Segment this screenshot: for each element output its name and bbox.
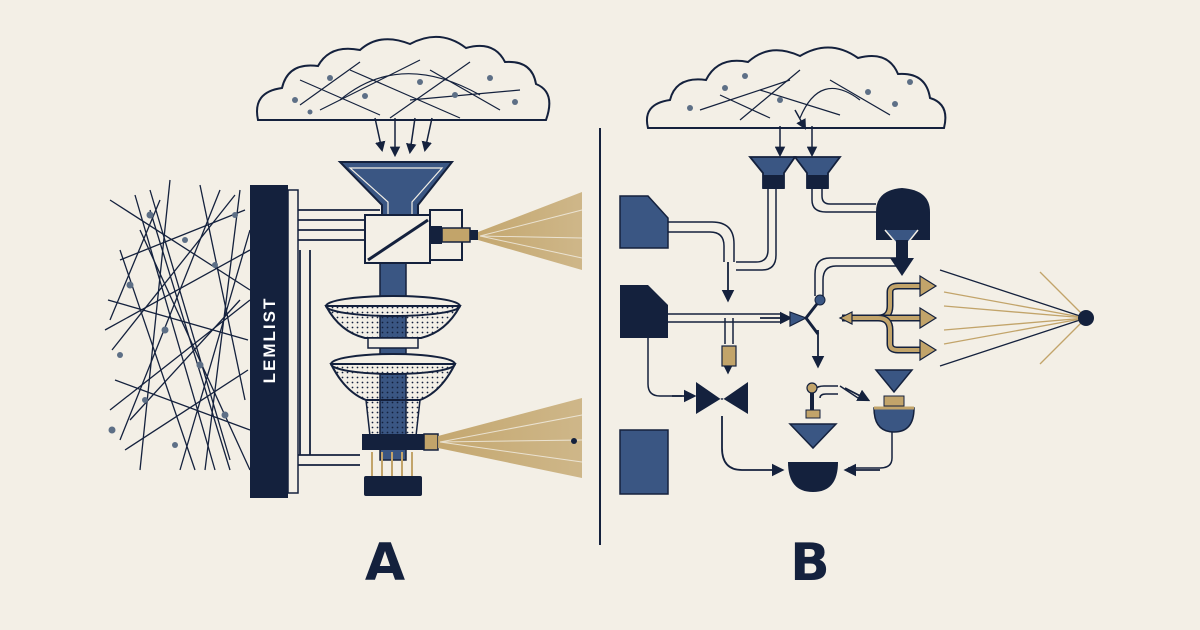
convergence-lines <box>939 269 1087 367</box>
bowtie-valve <box>696 382 748 414</box>
lemlist-bar <box>250 185 288 498</box>
tangled-lines-left <box>104 179 251 471</box>
collector <box>362 433 439 496</box>
dome-unit <box>876 188 930 276</box>
splitter-box <box>364 209 463 264</box>
twin-funnels <box>748 156 842 189</box>
sieve-bowl-1 <box>324 295 462 349</box>
source-block-2 <box>620 285 668 338</box>
cloud-a <box>256 36 551 158</box>
panel-b-label: B <box>790 533 830 593</box>
beam-top <box>441 192 583 270</box>
focal-point <box>1078 310 1094 326</box>
cloud-b <box>646 46 947 158</box>
triangle-bowl <box>873 369 915 433</box>
source-block-1 <box>619 195 669 249</box>
collector-bowl <box>788 462 838 492</box>
panel-a: LEMLIST <box>104 36 583 593</box>
panel-b: B <box>619 46 1094 593</box>
panel-a-label: A <box>365 533 405 593</box>
beam-bottom <box>438 398 583 478</box>
gold-probe <box>788 382 838 450</box>
trident <box>838 274 938 362</box>
gold-valve <box>721 345 737 367</box>
flow-arrows <box>672 262 880 477</box>
connector-y <box>789 294 826 335</box>
pipes <box>647 189 896 469</box>
source-block-3 <box>619 429 669 495</box>
scatter-dots-left <box>108 211 238 448</box>
sieve-bowl-2 <box>329 353 457 437</box>
lemlist-label: LEMLIST <box>260 297 279 384</box>
